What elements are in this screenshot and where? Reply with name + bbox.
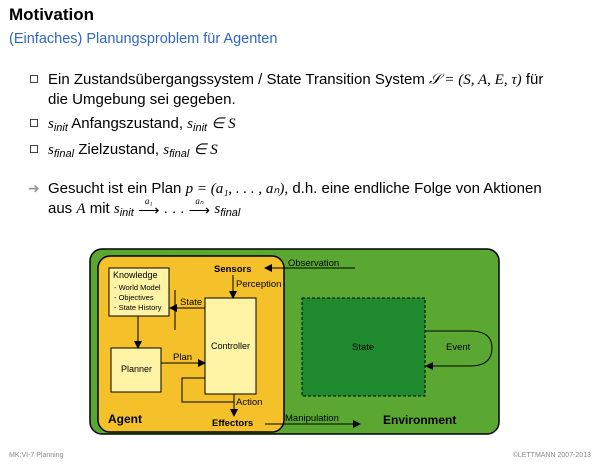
controller-box <box>204 297 257 395</box>
bullet-item-final-state: sfinal Zielzustand, sfinal ∈ S <box>28 140 588 161</box>
sensors-label: Sensors <box>214 264 252 275</box>
controller-label: Controller <box>211 341 251 351</box>
environment-label: Environment <box>383 413 457 427</box>
planner-box <box>110 347 162 393</box>
footer-left: MK:VI-7 Planning <box>9 452 64 459</box>
page-subtitle: (Einfaches) Planungsproblem für Agenten <box>9 31 278 47</box>
footer-right: ©LETTMANN 2007-2013 <box>512 452 591 459</box>
bullet-item-initial-state: sinit Anfangszustand, sinit ∈ S <box>28 114 588 135</box>
manipulation-label: Manipulation <box>285 413 339 424</box>
transition-arrow-an: aₙ⟶ <box>188 196 211 219</box>
arrow-right-icon: ➜ <box>28 180 40 196</box>
effectors-label: Effectors <box>212 418 254 429</box>
state-box <box>301 297 426 397</box>
event-loop-arrow <box>425 330 493 370</box>
bullet-square-icon <box>30 75 38 83</box>
plan-label: Plan <box>173 352 193 363</box>
bullet-square-icon <box>30 119 38 127</box>
knowledge-item: - World Model <box>114 283 161 292</box>
knowledge-item: - Objectives <box>114 293 154 302</box>
transition-arrow-a1: a₁⟶ <box>137 196 160 219</box>
perception-label: Perception <box>236 279 282 290</box>
bullet-square-icon <box>30 145 38 153</box>
agent-label: Agent <box>108 412 142 426</box>
bullet-item-system: Ein Zustandsübergangssystem / State Tran… <box>28 70 588 109</box>
formula-plan: p = (a₁, . . . , aₙ), <box>185 181 289 197</box>
knowledge-title: Knowledge <box>113 270 158 280</box>
formula-system: 𝒮 = (S, A, E, τ) <box>429 72 522 88</box>
state-box-label: State <box>352 342 375 353</box>
action-label: Action <box>236 397 263 408</box>
state-arrow-label: State <box>180 297 203 308</box>
planner-label: Planner <box>121 364 153 374</box>
event-label: Event <box>446 342 471 353</box>
knowledge-box <box>108 267 170 317</box>
bullet-list: Ein Zustandsübergangssystem / State Tran… <box>28 70 588 166</box>
conclusion-item: ➜ Gesucht ist ein Plan p = (a₁, . . . , … <box>28 180 542 219</box>
page-title: Motivation <box>9 5 94 24</box>
feedback-line <box>181 377 234 403</box>
observation-label: Observation <box>288 258 340 269</box>
knowledge-item: - State History <box>114 303 162 312</box>
